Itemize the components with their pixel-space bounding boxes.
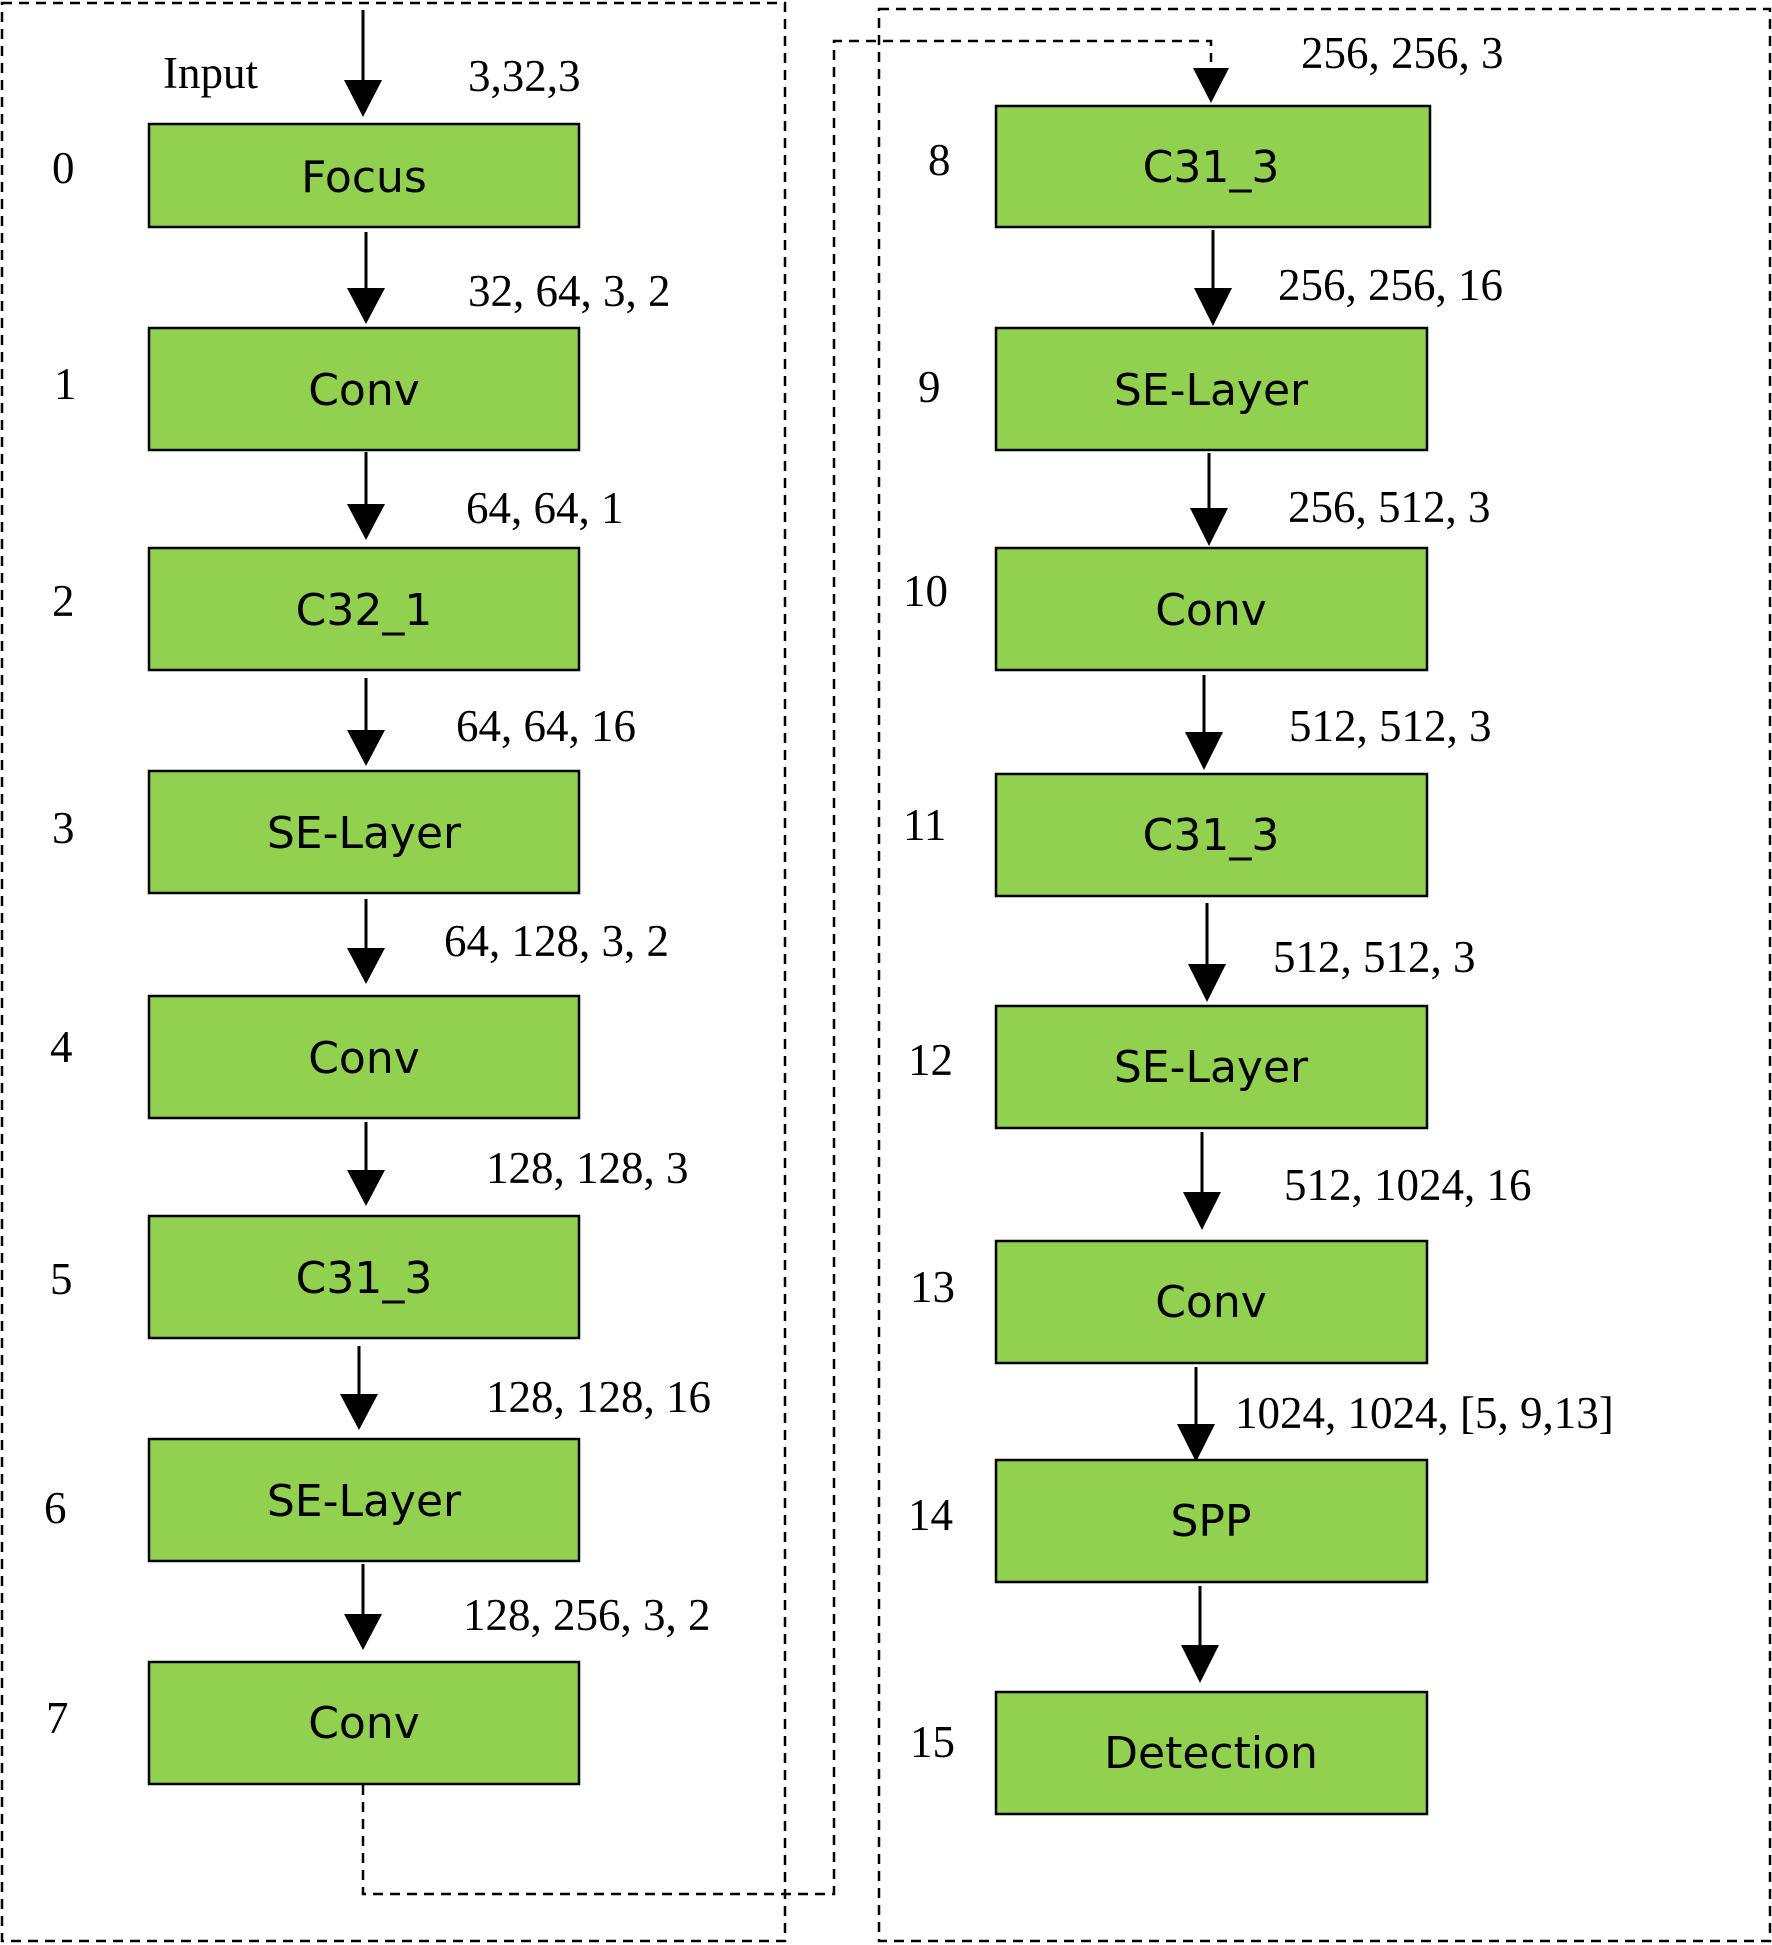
- left-column-frame: [0, 1, 787, 1943]
- layer-3-name: SE-Layer: [267, 808, 462, 859]
- arrowhead-4-5: [347, 1170, 385, 1206]
- arrowhead-10-11: [1185, 732, 1223, 770]
- layer-13-params: 512, 1024, 16: [1284, 1160, 1532, 1210]
- layer-4-params: 64, 128, 3, 2: [444, 916, 669, 966]
- layer-8-name: C31_3: [1143, 142, 1280, 193]
- layer-11-block: [994, 772, 1429, 898]
- layer-5-params: 128, 128, 3: [486, 1143, 689, 1193]
- layer-12-params: 512, 512, 3: [1273, 932, 1476, 982]
- input-arrowhead: [344, 80, 382, 117]
- layer-8-block: [994, 104, 1432, 229]
- arrowhead-13-14: [1177, 1424, 1215, 1462]
- layer-2-params: 64, 64, 1: [466, 483, 624, 533]
- layer-7-params: 128, 256, 3, 2: [463, 1590, 711, 1640]
- layer-14-block: [994, 1458, 1429, 1584]
- layer-0-params: 3,32,3: [468, 51, 581, 101]
- layer-5-block: [147, 1214, 581, 1340]
- layer-10-name: Conv: [1155, 585, 1267, 636]
- layer-14-name: SPP: [1171, 1496, 1252, 1547]
- layer-3-block: [147, 769, 581, 895]
- layer-11-name: C31_3: [1143, 810, 1280, 861]
- right-column-frame: [877, 7, 1772, 1943]
- layer-8-params: 256, 256, 3: [1301, 28, 1504, 78]
- layer-3-params: 64, 64, 16: [456, 701, 636, 751]
- layer-9-name: SE-Layer: [1114, 365, 1309, 416]
- layer-0-name: Focus: [301, 152, 427, 203]
- layer-15-block: [994, 1690, 1429, 1816]
- layer-13-name: Conv: [1155, 1277, 1267, 1328]
- layer-1-index: 1: [54, 359, 77, 409]
- input-label: Input: [163, 48, 258, 98]
- layer-13-index: 13: [910, 1262, 955, 1312]
- layer-3-index: 3: [52, 803, 75, 853]
- layer-14-index: 14: [908, 1490, 953, 1540]
- layer-15-name: Detection: [1104, 1728, 1318, 1779]
- layer-2-name: C32_1: [296, 585, 433, 636]
- layer-1-name: Conv: [308, 365, 420, 416]
- layer-8-index: 8: [928, 135, 951, 185]
- layer-4-index: 4: [50, 1022, 73, 1072]
- arrowhead-8-9: [1194, 288, 1232, 326]
- arrowhead-3-4: [347, 948, 385, 984]
- layer-9-params: 256, 256, 16: [1278, 260, 1503, 310]
- column-connector-line: [361, 39, 1213, 1896]
- layer-6-name: SE-Layer: [267, 1476, 462, 1527]
- layer-10-block: [994, 546, 1429, 672]
- layer-12-index: 12: [908, 1035, 953, 1085]
- arrowhead-5-6: [340, 1394, 378, 1430]
- layer-11-params: 512, 512, 3: [1289, 701, 1492, 751]
- layer-1-block: [147, 326, 581, 452]
- layer-14-params: 1024, 1024, [5, 9,13]: [1235, 1388, 1614, 1438]
- layer-13-block: [994, 1239, 1429, 1365]
- layer-7-name: Conv: [308, 1698, 420, 1749]
- layer-1-params: 32, 64, 3, 2: [468, 266, 671, 316]
- layer-5-name: C31_3: [296, 1253, 433, 1304]
- layer-12-block: [994, 1004, 1429, 1130]
- layer-7-index: 7: [46, 1693, 69, 1743]
- layer-12-name: SE-Layer: [1114, 1042, 1309, 1093]
- arrowhead-12-13: [1183, 1192, 1221, 1230]
- layer-4-block: [147, 994, 581, 1120]
- layer-11-index: 11: [903, 800, 946, 850]
- layer-5-index: 5: [50, 1254, 73, 1304]
- arrowhead-7-8: [1193, 68, 1229, 103]
- layer-2-block: [147, 546, 581, 672]
- layer-6-block: [147, 1437, 581, 1563]
- layer-0-block: [147, 122, 581, 229]
- layer-2-index: 2: [52, 576, 75, 626]
- layer-0-index: 0: [52, 143, 75, 193]
- layer-7-block: [147, 1660, 581, 1786]
- arrowhead-1-2: [347, 504, 385, 540]
- arrowhead-6-7: [344, 1614, 382, 1650]
- arrowhead-9-10: [1190, 508, 1228, 546]
- layer-4-name: Conv: [308, 1033, 420, 1084]
- layer-9-block: [994, 326, 1429, 452]
- layer-9-index: 9: [918, 362, 941, 412]
- arrowhead-11-12: [1188, 964, 1226, 1002]
- layer-15-index: 15: [910, 1717, 955, 1767]
- arrowhead-14-15: [1181, 1645, 1219, 1683]
- layer-6-index: 6: [44, 1483, 67, 1533]
- layer-10-params: 256, 512, 3: [1288, 482, 1491, 532]
- arrowhead-2-3: [347, 730, 385, 766]
- arrowhead-0-1: [347, 288, 385, 324]
- layer-10-index: 10: [903, 566, 948, 616]
- layer-6-params: 128, 128, 16: [486, 1372, 711, 1422]
